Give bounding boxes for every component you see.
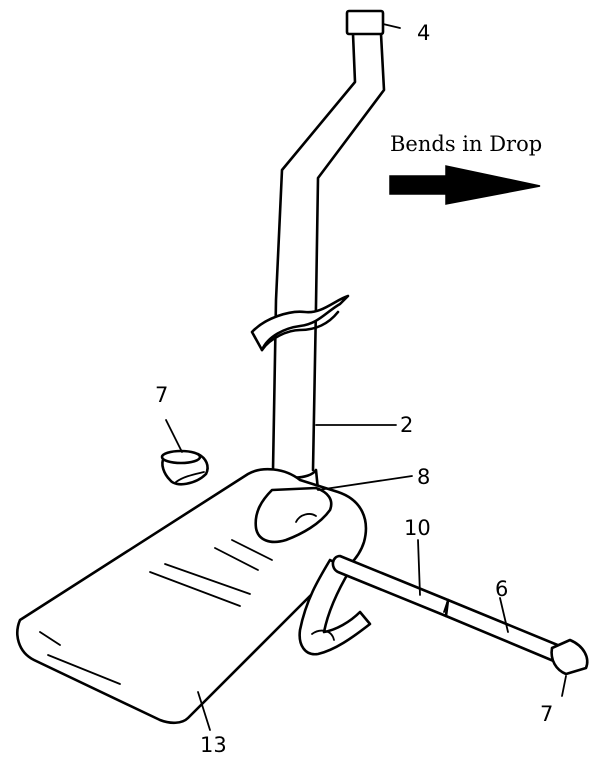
label-8: 8 (417, 465, 430, 489)
leader-lines (165, 23, 567, 731)
label-4: 4 (417, 21, 430, 45)
label-13: 13 (200, 733, 227, 757)
label-6: 6 (495, 577, 508, 601)
caption-bends-in-drop: Bends in Drop (390, 132, 542, 156)
label-10: 10 (404, 516, 431, 540)
top-cap (345, 9, 385, 36)
loose-end-cap (160, 449, 209, 486)
paddle-body (16, 467, 372, 725)
label-2: 2 (400, 413, 413, 437)
drop-pipe (271, 32, 386, 472)
label-7-right: 7 (540, 702, 553, 726)
bend-direction-arrow (389, 165, 541, 205)
label-7-left: 7 (155, 383, 168, 407)
end-cap-right (550, 638, 589, 676)
rod-assembly (331, 554, 562, 664)
pipe-break-marks (250, 294, 350, 352)
